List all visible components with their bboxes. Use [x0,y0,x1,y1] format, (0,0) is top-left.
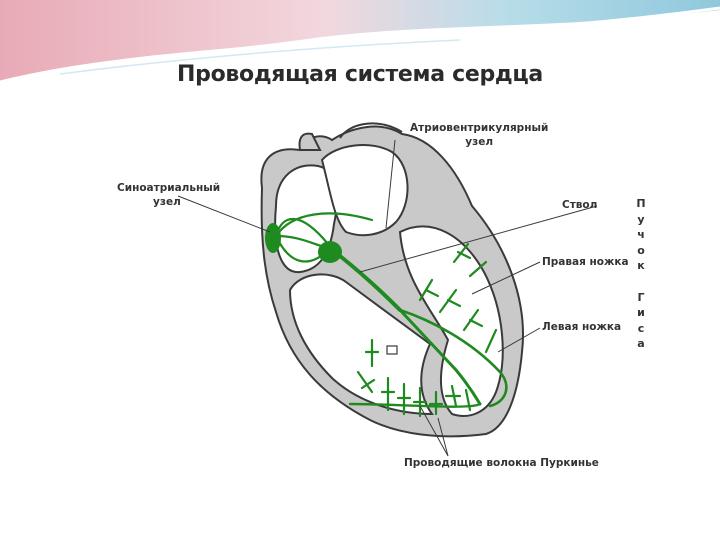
av-node-label: Атриовентрикулярный узел [410,121,548,149]
his-letter: о [634,243,648,259]
left-branch-label: Левая ножка [542,320,621,334]
trunk-label: Ствол [562,198,597,212]
bundle-of-his-label: П у ч о к Г и с а [634,196,648,352]
sa-node-label-line2: узел [117,195,220,209]
his-letter [634,274,648,290]
his-letter: с [634,321,648,337]
his-letter: и [634,305,648,321]
purkinje-label: Проводящие волокна Пуркинье [404,456,599,470]
his-letter: у [634,212,648,228]
his-letter: Г [634,290,648,306]
sa-node [265,223,281,253]
right-branch-label: Правая ножка [542,255,629,269]
his-letter: П [634,196,648,212]
his-letter: к [634,258,648,274]
sa-node-label: Синоатриальный узел [117,181,220,209]
av-node-label-line2: узел [410,135,548,149]
his-letter: ч [634,227,648,243]
sa-node-label-line1: Синоатриальный [117,181,220,195]
av-node [318,241,342,263]
av-node-label-line1: Атриовентрикулярный [410,121,548,135]
his-letter: а [634,336,648,352]
